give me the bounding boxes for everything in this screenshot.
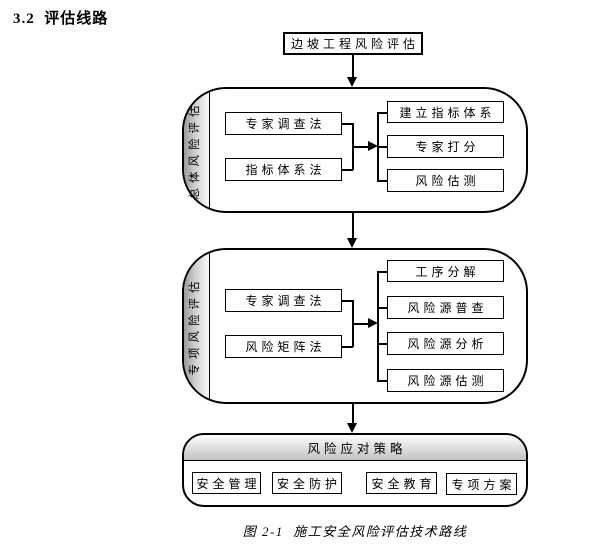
stage1-cap [184, 89, 210, 211]
connector-line [377, 271, 387, 273]
stage2-cap [184, 250, 210, 402]
connector-line [377, 271, 379, 381]
connector-line [377, 112, 387, 114]
arrow-down-icon [347, 423, 357, 433]
section-heading: 3.2 评估线路 [13, 11, 109, 27]
connector-line [342, 346, 353, 348]
connector-line [352, 213, 354, 240]
strategy-header: 风险应对策略 [184, 435, 526, 461]
strategy-container: 风险应对策略 [182, 433, 528, 507]
arrow-right-icon [368, 318, 378, 328]
stage1-method-box: 指标体系法 [225, 158, 342, 181]
stage2-method-box: 专家调查法 [225, 289, 342, 312]
stage2-output-box: 工序分解 [387, 260, 504, 282]
strategy-item-box: 安全防护 [272, 472, 342, 494]
strategy-item-box: 专项方案 [446, 473, 517, 495]
connector-line [342, 123, 353, 125]
connector-line [352, 404, 354, 425]
connector-line [342, 169, 353, 171]
connector-line [342, 300, 353, 302]
stage2-method-box: 风险矩阵法 [225, 335, 342, 358]
connector-line [352, 323, 369, 325]
stage2-output-box: 风险源普查 [387, 296, 504, 319]
connector-line [352, 146, 369, 148]
arrow-down-icon [347, 238, 357, 248]
connector-line [377, 307, 387, 309]
strategy-item-box: 安全教育 [366, 472, 437, 494]
arrow-right-icon [368, 141, 378, 151]
figure-caption: 图 2-1 施工安全风险评估技术路线 [242, 524, 468, 539]
strategy-item-box: 安全管理 [192, 472, 261, 494]
connector-line [377, 380, 387, 382]
stage1-method-box: 专家调查法 [225, 112, 342, 135]
flow-root-node: 边坡工程风险评估 [283, 32, 423, 55]
stage2-output-box: 风险源估测 [387, 369, 504, 392]
stage1-output-box: 风险估测 [387, 169, 504, 192]
stage2-output-box: 风险源分析 [387, 332, 504, 355]
stage1-label: 总体风险评估 [189, 100, 201, 200]
connector-line [377, 343, 387, 345]
stage1-output-box: 专家打分 [387, 135, 504, 158]
connector-line [377, 146, 387, 148]
stage2-label: 专项风险评估 [189, 276, 201, 376]
stage1-output-box: 建立指标体系 [387, 101, 504, 123]
connector-line [352, 55, 354, 79]
connector-line [377, 180, 387, 182]
arrow-down-icon [347, 77, 357, 87]
